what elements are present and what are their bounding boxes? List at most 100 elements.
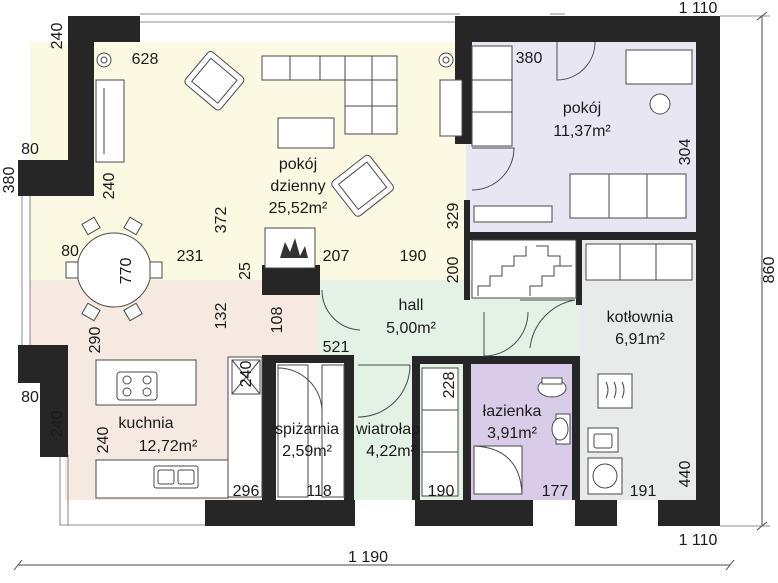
wall [575, 500, 617, 526]
wall [464, 200, 470, 300]
dimension-label: 228 [441, 372, 458, 399]
dimension-label: 1 110 [679, 0, 718, 17]
dimension-label: 207 [323, 248, 350, 265]
dimension-label: 296 [233, 483, 260, 500]
door-swing [357, 364, 411, 418]
dimension-label: 372 [213, 207, 230, 234]
boiler-room-fill [580, 240, 698, 500]
door-swing [321, 289, 361, 331]
dimension-label: 380 [1, 167, 18, 194]
coffee-table [277, 117, 335, 149]
dimension-label: 80 [61, 243, 79, 260]
dimension-label: 1 190 [348, 549, 388, 566]
dimension-label: 231 [177, 248, 204, 265]
wall [205, 500, 355, 526]
boiler-room-area: 6,91m² [615, 331, 665, 348]
dimension-label: 190 [400, 248, 427, 265]
door-swing [520, 299, 576, 349]
dimension-label: 240 [49, 411, 66, 438]
fridge-icon [231, 359, 261, 395]
dimension-label: 80 [21, 389, 39, 406]
room-labels: pokój dzienny 25,52m² pokój 11,37m² hall… [118, 100, 673, 460]
sofa-bed [569, 173, 687, 219]
hall-label: hall [399, 297, 424, 314]
wall [455, 16, 700, 42]
sofa [261, 55, 398, 135]
living-room-label: pokój [279, 156, 317, 173]
wall [696, 16, 720, 526]
dimension-label: 118 [306, 483, 332, 500]
dimension-label: 191 [630, 483, 657, 500]
pantry-label: spiżarnia [275, 421, 339, 438]
dimension-label: 304 [677, 139, 694, 166]
living-room-label: dzienny [270, 178, 325, 195]
desk [625, 49, 693, 85]
bathroom-label: łazienka [483, 403, 542, 420]
wall [658, 500, 720, 526]
kitchen-label: kuchnia [118, 415, 173, 432]
armchair [184, 51, 245, 111]
dimension-label: 240 [238, 361, 255, 388]
boiler-icon [597, 373, 633, 409]
dimension-label: 240 [101, 173, 118, 200]
pantry-shelves [277, 364, 345, 498]
toilet-icon [537, 377, 567, 398]
dimension-lines [13, 11, 770, 571]
armchair [331, 154, 394, 217]
dimension-label: 628 [132, 51, 159, 68]
dimension-label: 200 [445, 257, 462, 284]
dining-table [65, 216, 163, 322]
side-cabinet [439, 79, 463, 137]
door-swing [471, 147, 515, 191]
dimension-label: 80 [21, 141, 39, 158]
washbasin-icon [551, 413, 571, 445]
wall [344, 360, 354, 500]
bathroom-area: 3,91m² [487, 425, 537, 442]
wall [262, 355, 354, 363]
walls [18, 16, 720, 526]
sink-icon [153, 465, 199, 489]
stairs [471, 239, 577, 299]
dimension-label: 177 [542, 483, 569, 500]
wall [262, 355, 276, 500]
dimension-label: 190 [428, 483, 455, 500]
wall [415, 500, 533, 526]
hall-area: 5,00m² [386, 320, 436, 337]
dimension-label: 108 [269, 307, 286, 334]
dimension-label: 860 [761, 257, 778, 284]
dimension-labels: 1 110 1 110 1 190 860 240 80 380 80 240 … [1, 0, 778, 566]
dimension-label: 1 110 [679, 532, 718, 549]
boiler-room-label: kotłownia [607, 309, 674, 326]
door-swing [556, 41, 596, 81]
wall [40, 345, 68, 457]
dimension-label: 132 [213, 303, 230, 330]
wall [18, 160, 94, 196]
dimension-label: 25 [237, 262, 254, 280]
wall [463, 356, 471, 500]
bedroom-sofa [471, 45, 513, 147]
dimension-label: 770 [118, 258, 135, 285]
window-lines [21, 13, 565, 526]
wall [576, 240, 582, 305]
fireplace-icon [264, 227, 316, 269]
wall [464, 232, 700, 240]
dimension-label: 440 [677, 461, 694, 488]
vestibule-label: wiatrołap [355, 421, 420, 438]
wall [412, 356, 580, 364]
vestibule-area: 4,22m² [366, 443, 416, 460]
wall [412, 360, 420, 500]
wall [572, 356, 580, 500]
chair-icon [649, 93, 671, 115]
wall [262, 265, 320, 295]
door-swing [483, 311, 529, 357]
dimension-label: 240 [95, 427, 112, 454]
dimension-label: 521 [323, 339, 350, 356]
pantry-area: 2,59m² [282, 443, 332, 460]
shower-icon [473, 445, 523, 495]
utility-sink-icon [587, 427, 619, 453]
dimension-label: 329 [445, 203, 462, 230]
dimension-label: 290 [87, 327, 104, 354]
tv-bench [473, 205, 553, 223]
bedroom-label: pokój [563, 100, 601, 117]
